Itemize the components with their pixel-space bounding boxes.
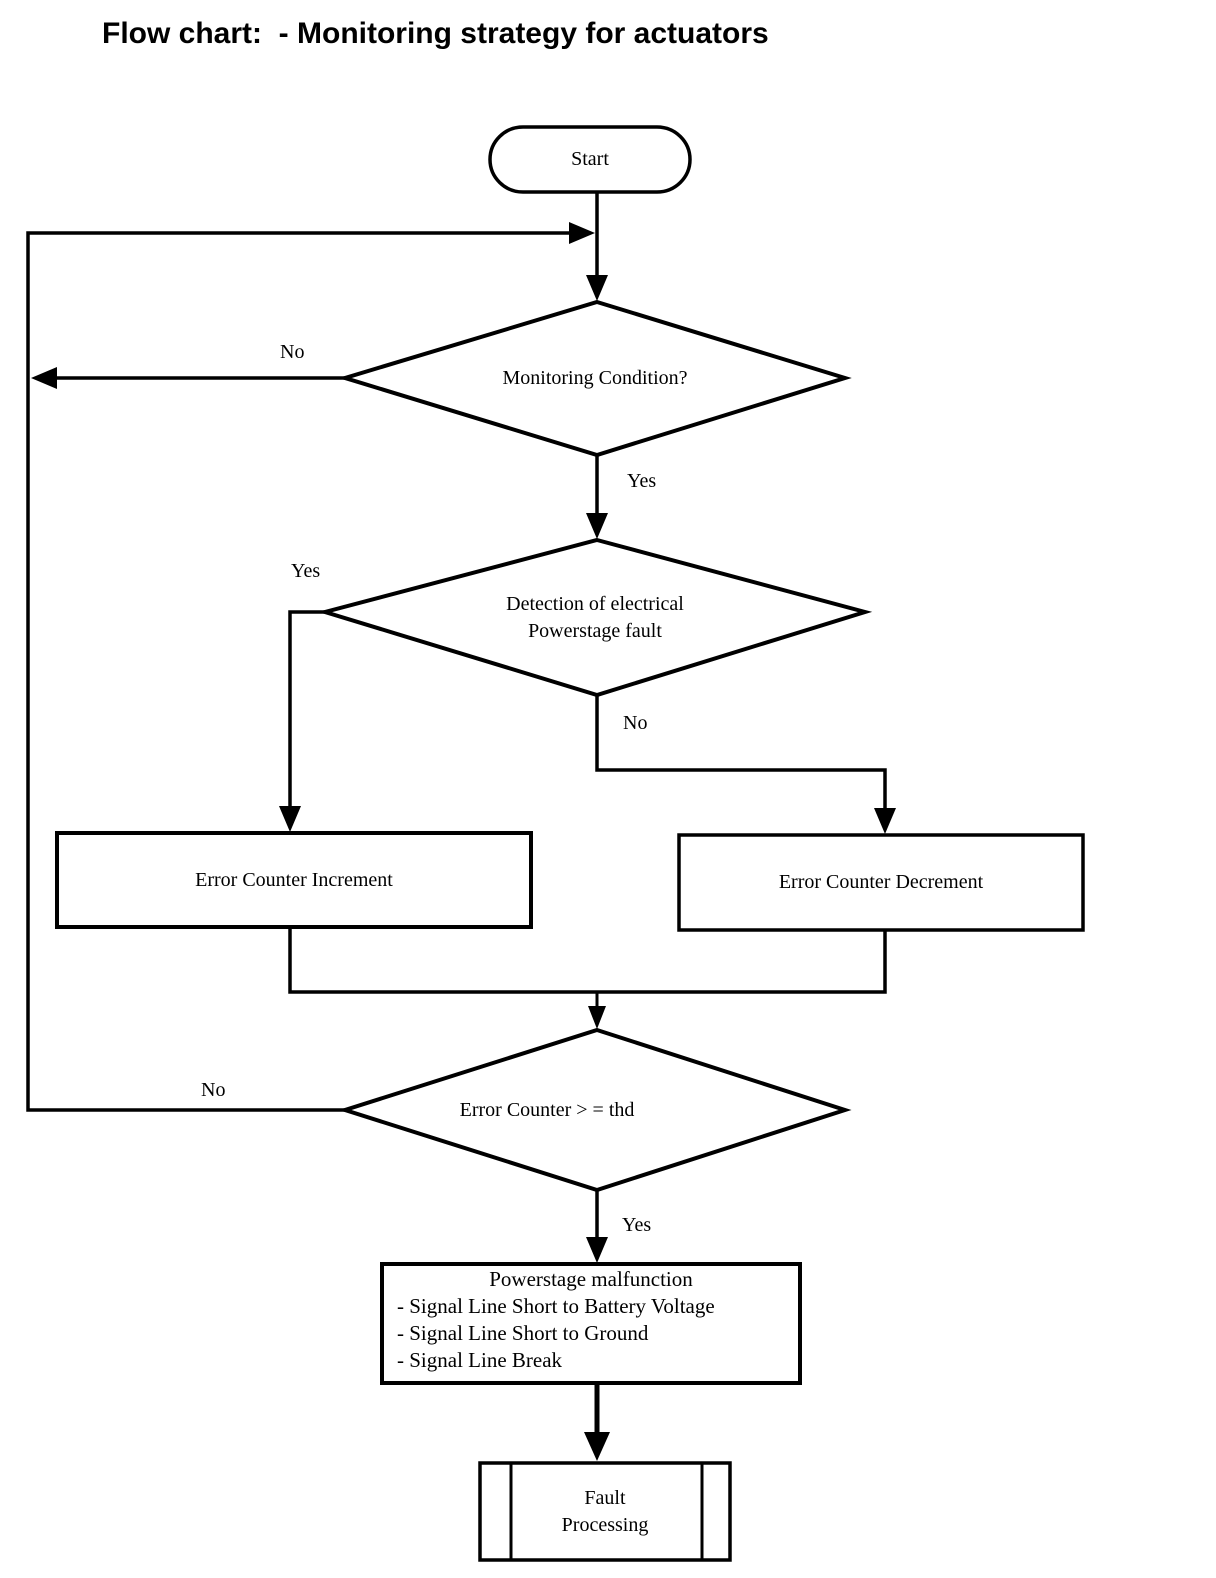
detection-label: Detection of electrical Powerstage fault (325, 540, 865, 695)
powerstage-malfunction-content: Powerstage malfunction - Signal Line Sho… (382, 1264, 800, 1383)
fault-processing-label-line1: Fault (584, 1486, 626, 1509)
start-terminator-shape (488, 125, 692, 194)
arrowhead-into-detection-decision (586, 513, 608, 539)
error-counter-threshold-label: Error Counter > = thd (459, 1098, 635, 1121)
malfunction-item: - Signal Line Short to Ground (397, 1321, 649, 1345)
label-threshold-yes: Yes (622, 1214, 652, 1236)
arrowhead-into-threshold-decision (588, 1006, 606, 1029)
label-monitoring-no: No (280, 341, 305, 363)
label-detection-no: No (623, 712, 648, 734)
malfunction-item: - Signal Line Break (397, 1348, 563, 1372)
monitoring-condition-decision-shape (338, 299, 852, 458)
arrowhead-into-monitoring-decision (586, 275, 608, 301)
error-counter-decrement-shape (677, 833, 1085, 932)
detection-label-line1: Detection of electrical (506, 592, 684, 615)
arrowhead-into-start-junction (569, 222, 595, 244)
error-counter-increment-label: Error Counter Increment (195, 868, 393, 891)
monitoring-condition-label: Monitoring Condition? (502, 367, 688, 389)
powerstage-malfunction-title: Powerstage malfunction (489, 1267, 693, 1291)
arrowhead-into-fault-processing (584, 1432, 610, 1461)
detection-decision-shape (317, 537, 873, 698)
error-counter-decrement-label: Error Counter Decrement (778, 871, 984, 893)
malfunction-item: - Signal Line Short to Battery Voltage (397, 1294, 715, 1318)
start-label: Start (571, 148, 609, 170)
arrowhead-monitoring-no (31, 367, 57, 389)
arrowhead-into-decrement (874, 808, 896, 834)
arrowhead-into-malfunction (586, 1237, 608, 1263)
fault-processing-shape (478, 1461, 732, 1562)
error-counter-threshold-decision-shape (338, 1027, 852, 1193)
fault-processing-label: Fault Processing (480, 1463, 730, 1560)
error-counter-increment-shape (55, 831, 533, 929)
edge-detection-no (595, 695, 887, 826)
label-threshold-no: No (201, 1079, 226, 1101)
powerstage-malfunction-shape (380, 1262, 802, 1385)
detection-label-line2: Powerstage fault (528, 619, 662, 642)
edge-detection-yes (288, 610, 325, 824)
label-detection-yes: Yes (291, 560, 321, 582)
label-monitoring-yes: Yes (627, 470, 657, 492)
page-title: Flow chart: - Monitoring strategy for ac… (102, 17, 769, 50)
fault-processing-label-line2: Processing (561, 1513, 649, 1536)
edge-loop-back (26, 231, 572, 1112)
arrowhead-into-increment (279, 806, 301, 832)
edge-merge (288, 927, 887, 994)
